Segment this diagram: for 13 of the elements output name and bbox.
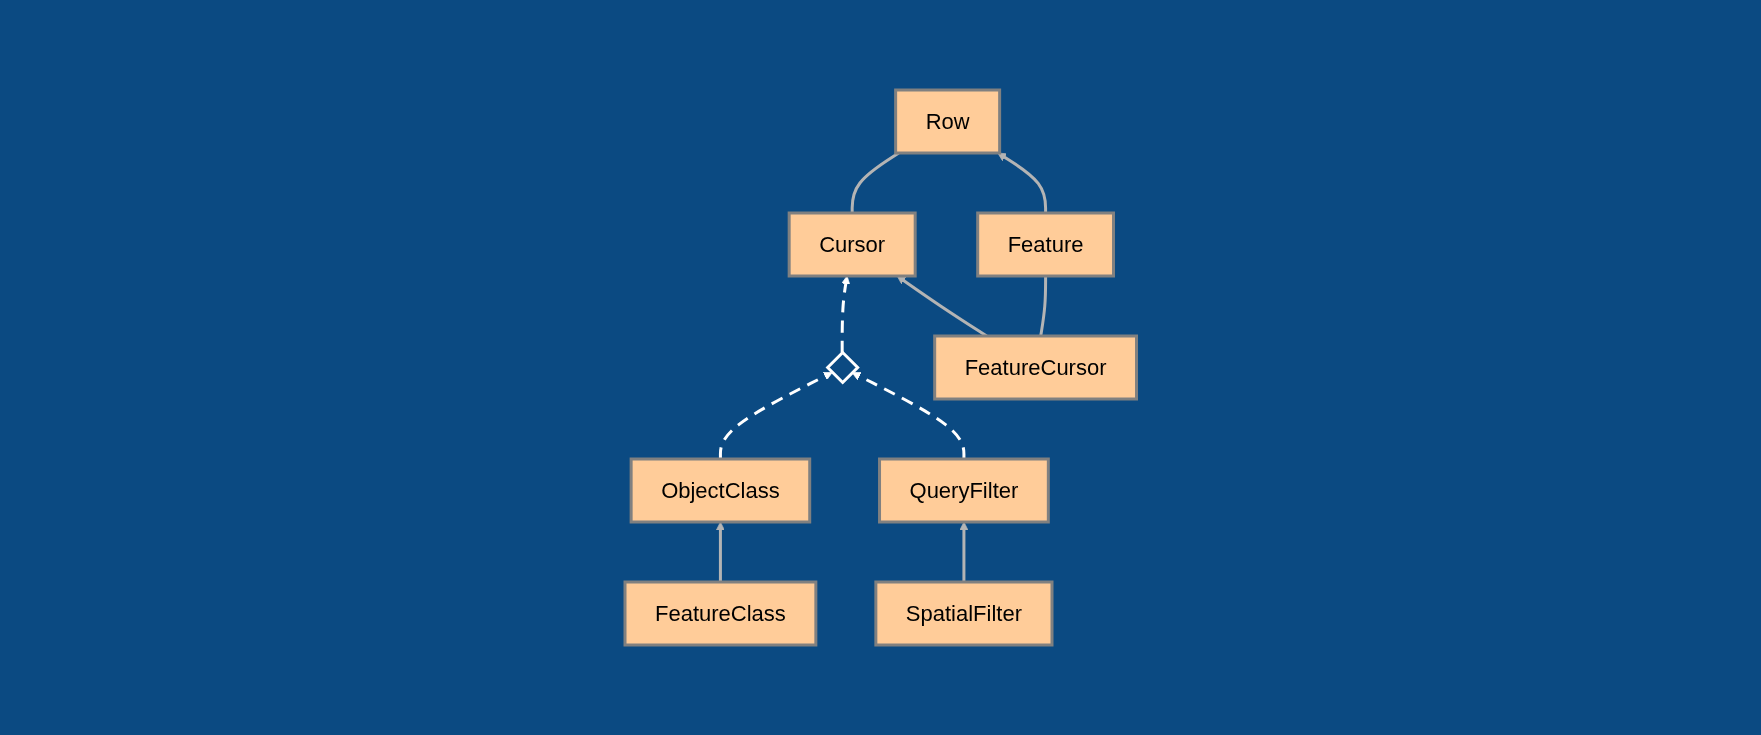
arrow xyxy=(718,372,833,459)
node-box: QueryFilter xyxy=(877,457,1050,524)
node-box: SpatialFilter xyxy=(874,580,1054,647)
node-box: Cursor xyxy=(787,211,917,278)
node-diamond xyxy=(825,350,860,385)
arrow xyxy=(851,372,966,459)
connector xyxy=(1038,276,1047,337)
arrow xyxy=(997,152,1047,213)
node-box: Row xyxy=(893,88,1001,155)
node-box: FeatureCursor xyxy=(932,334,1138,401)
node-box: ObjectClass xyxy=(629,457,811,524)
node-box: FeatureClass xyxy=(623,580,818,647)
node-box: Feature xyxy=(975,211,1115,278)
